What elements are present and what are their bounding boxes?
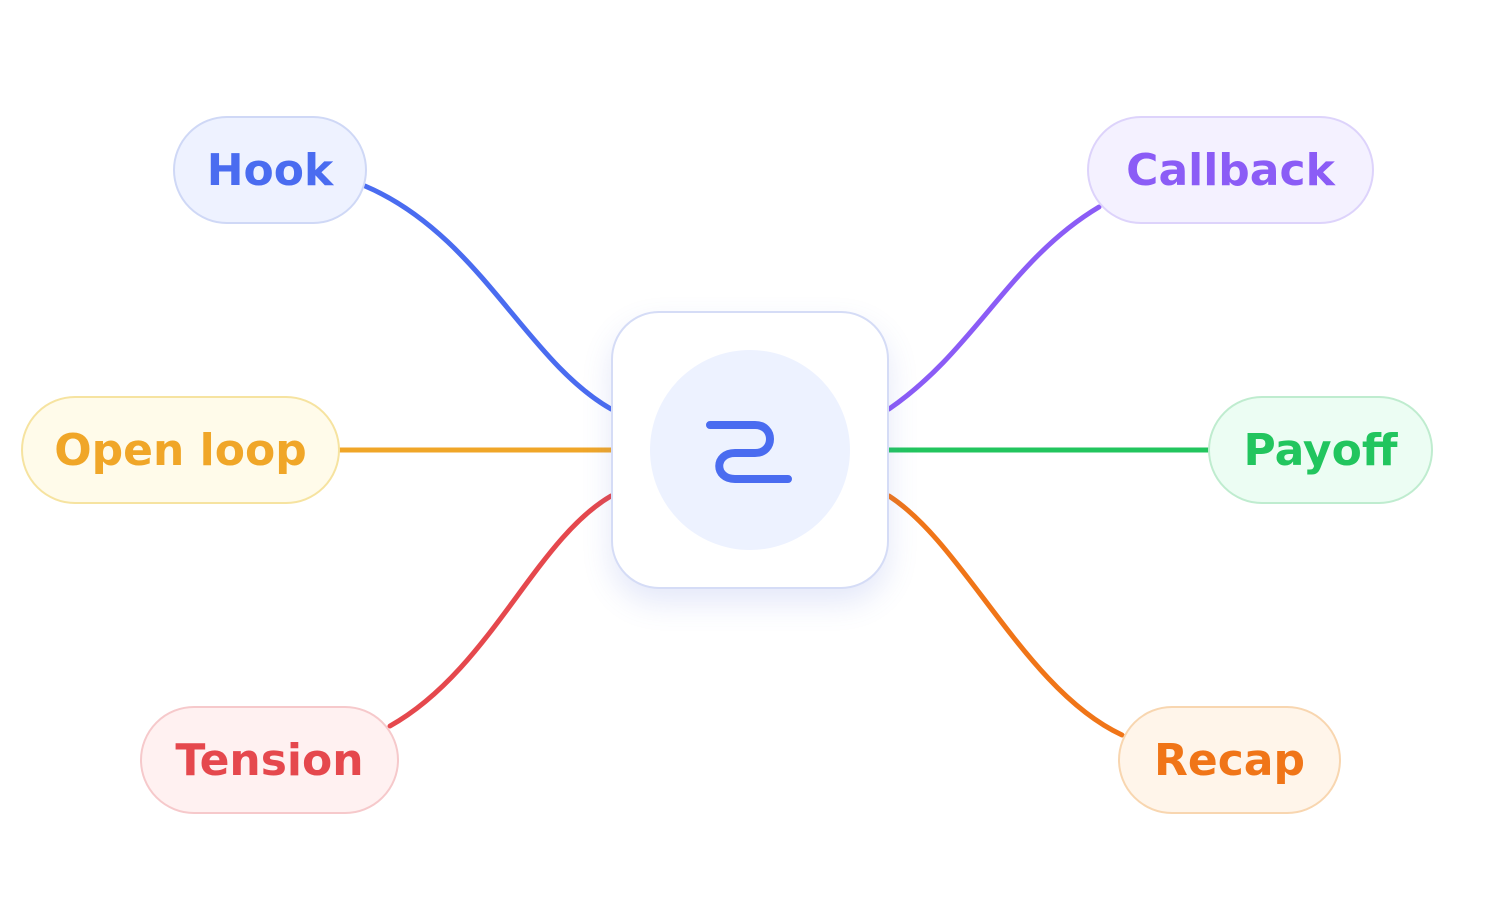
node-payoff[interactable]: Payoff xyxy=(1208,396,1433,504)
node-payoff-label: Payoff xyxy=(1243,424,1398,476)
connector-recap xyxy=(886,493,1125,738)
node-callback-label: Callback xyxy=(1126,144,1335,196)
node-hook[interactable]: Hook xyxy=(173,116,367,224)
node-recap-label: Recap xyxy=(1154,734,1305,786)
node-recap[interactable]: Recap xyxy=(1118,706,1341,814)
node-callback[interactable]: Callback xyxy=(1087,116,1374,224)
connector-tension xyxy=(387,493,614,729)
connector-callback xyxy=(886,204,1102,412)
node-open-loop-label: Open loop xyxy=(54,424,307,476)
node-hook-label: Hook xyxy=(206,144,334,196)
s-curve-path-icon xyxy=(706,421,792,483)
central-topic-badge xyxy=(650,350,850,550)
node-tension[interactable]: Tension xyxy=(140,706,399,814)
node-open-loop[interactable]: Open loop xyxy=(21,396,340,504)
node-tension-label: Tension xyxy=(175,734,364,786)
central-topic-card[interactable] xyxy=(611,311,889,589)
connector-hook xyxy=(362,183,614,412)
